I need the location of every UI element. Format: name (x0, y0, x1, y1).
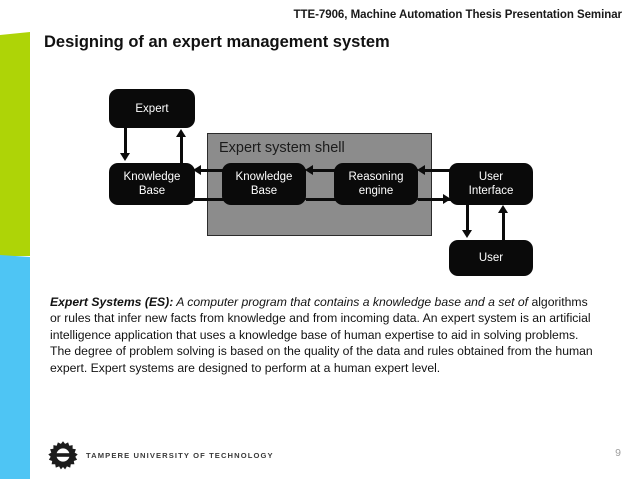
arrow-ui-to-user-head (462, 230, 472, 238)
node-reasoning-engine-label-line1: Reasoning (348, 171, 404, 183)
node-expert-label: Expert (135, 102, 169, 115)
node-kb-internal-label-line2: Base (250, 185, 278, 197)
node-user-label: User (478, 252, 504, 264)
definition-term: Expert Systems (ES): (50, 295, 174, 309)
node-user-interface-label-line2: Interface (468, 185, 514, 197)
arrow-expert-to-kb-line (124, 128, 127, 155)
arrow-kb-to-expert-head (176, 129, 186, 137)
expert-system-diagram: Expert system shell Expert (109, 89, 533, 276)
node-knowledge-base-external[interactable]: Knowledge Base (109, 163, 195, 205)
university-name: TAMPERE UNIVERSITY OF TECHNOLOGY (86, 450, 274, 460)
arrow-ui-to-user-line (466, 205, 469, 232)
definition-lead-sentence: A computer program that contains a knowl… (173, 295, 529, 309)
page-number: 9 (615, 447, 621, 459)
university-logo: TAMPERE UNIVERSITY OF TECHNOLOGY (48, 440, 274, 470)
node-expert[interactable]: Expert (109, 89, 195, 128)
node-kb-internal-label-line1: Knowledge (235, 171, 293, 183)
node-user-interface[interactable]: User Interface (449, 163, 533, 205)
definition-body: algorithms or rules that infer new facts… (50, 295, 593, 375)
node-knowledge-base-internal[interactable]: Knowledge Base (222, 163, 306, 205)
gear-icon (48, 441, 78, 470)
arrow-expert-to-kb-head (120, 153, 130, 161)
arrow-reasoning-to-kbinner-head (305, 165, 313, 175)
node-reasoning-engine[interactable]: Reasoning engine (334, 163, 418, 205)
expert-system-shell-label: Expert system shell (219, 140, 345, 156)
node-user[interactable]: User (449, 240, 533, 276)
arrow-kb-to-expert-line (180, 136, 183, 163)
definition-paragraph: Expert Systems (ES): A computer program … (50, 294, 597, 376)
rail-green-band (0, 32, 30, 256)
page-title: Designing of an expert management system (44, 33, 390, 51)
node-reasoning-engine-label-line2: engine (358, 185, 394, 197)
arrow-user-to-ui-line (502, 212, 505, 240)
node-kb-external-label-line2: Base (138, 185, 166, 197)
arrow-reasoning-to-ui-head (443, 194, 451, 204)
arrow-user-to-ui-head (498, 205, 508, 213)
rail-blue-band (0, 255, 30, 479)
node-kb-external-label-line1: Knowledge (123, 171, 181, 183)
arrow-kbinner-to-kbleft-head (193, 165, 201, 175)
seminar-header: TTE-7906, Machine Automation Thesis Pres… (293, 9, 623, 21)
node-user-interface-label-line1: User (478, 171, 504, 183)
arrow-ui-to-reasoning-head (417, 165, 425, 175)
